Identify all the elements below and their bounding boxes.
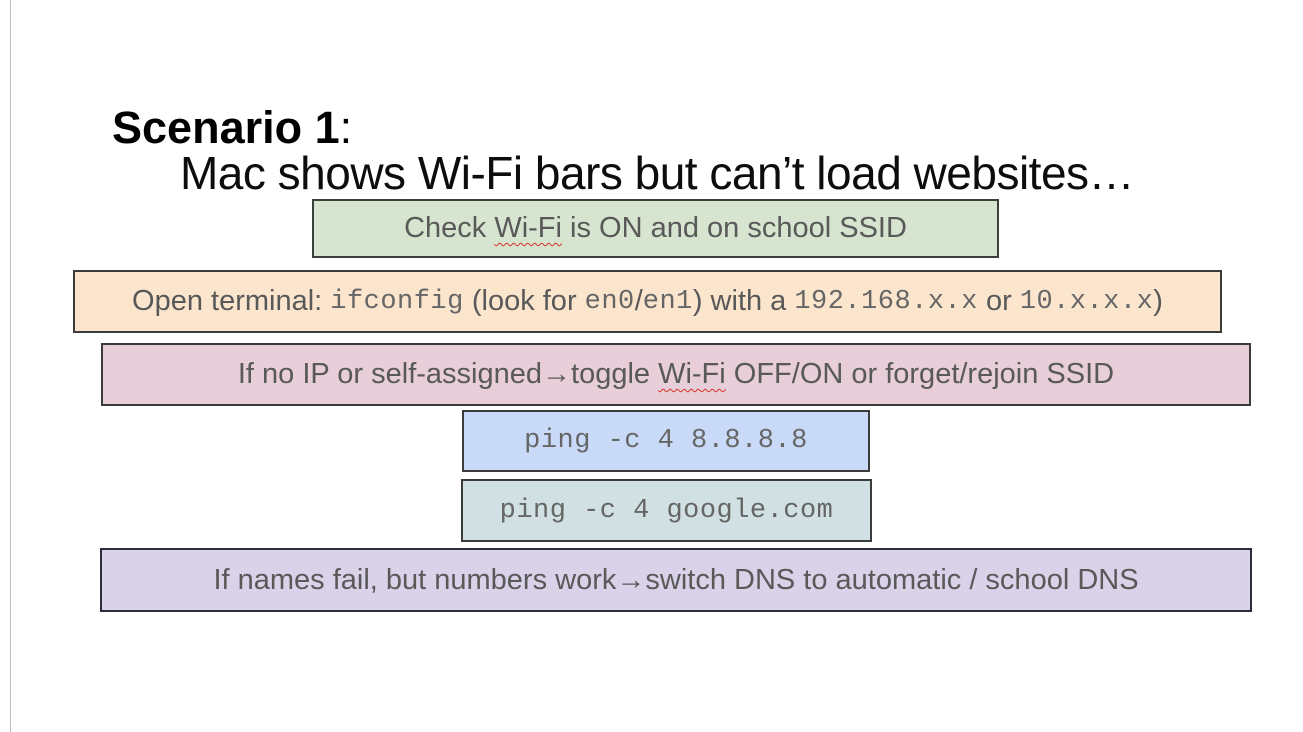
step-box-ping-domain[interactable]: ping -c 4 google.com [461,479,872,542]
step-box-ping-ip[interactable]: ping -c 4 8.8.8.8 [462,410,870,472]
command-text: ping -c 4 google.com [499,495,834,526]
command-text: en1 [642,286,693,317]
step-box-check-wifi[interactable]: Check Wi-Fi is ON and on school SSID [312,199,999,258]
command-text: 192.168.x.x [794,286,978,317]
command-text: ifconfig [330,286,464,317]
step-box-dns-switch[interactable]: If names fail, but numbers work→switch D… [100,548,1252,612]
slide-title-text: Scenario 1 [112,102,340,153]
command-text: en0 [584,286,635,317]
step-text: ) with a [692,285,795,317]
slide-title-colon: : [339,102,353,153]
slide-title[interactable]: Scenario 1: [62,50,352,206]
step-text: Wi-Fi [494,212,562,244]
step-text: / [634,285,643,317]
slide-subtitle[interactable]: Mac shows Wi-Fi bars but can’t load webs… [179,147,1135,199]
command-text: 10.x.x.x [1019,286,1154,317]
step-box-open-terminal[interactable]: Open terminal: ifconfig (look for en0/en… [73,270,1222,333]
step-box-no-ip[interactable]: If no IP or self-assigned→toggle Wi-Fi O… [101,343,1251,406]
step-text: ) [1153,285,1163,317]
step-text: OFF/ON or forget/rejoin SSID [725,358,1115,390]
command-text: ping -c 4 8.8.8.8 [524,426,808,456]
slide-edge-line [10,0,11,732]
step-text: Wi-Fi [658,358,726,390]
step-text: Check [404,212,495,244]
step-text: Open terminal: [132,285,331,317]
step-text: is ON and on school SSID [561,212,907,244]
step-text: or [977,285,1020,317]
step-text: If names fail, but numbers work→switch D… [213,563,1139,596]
step-text: (look for [463,285,585,317]
step-text: If no IP or self-assigned→toggle [237,358,659,390]
